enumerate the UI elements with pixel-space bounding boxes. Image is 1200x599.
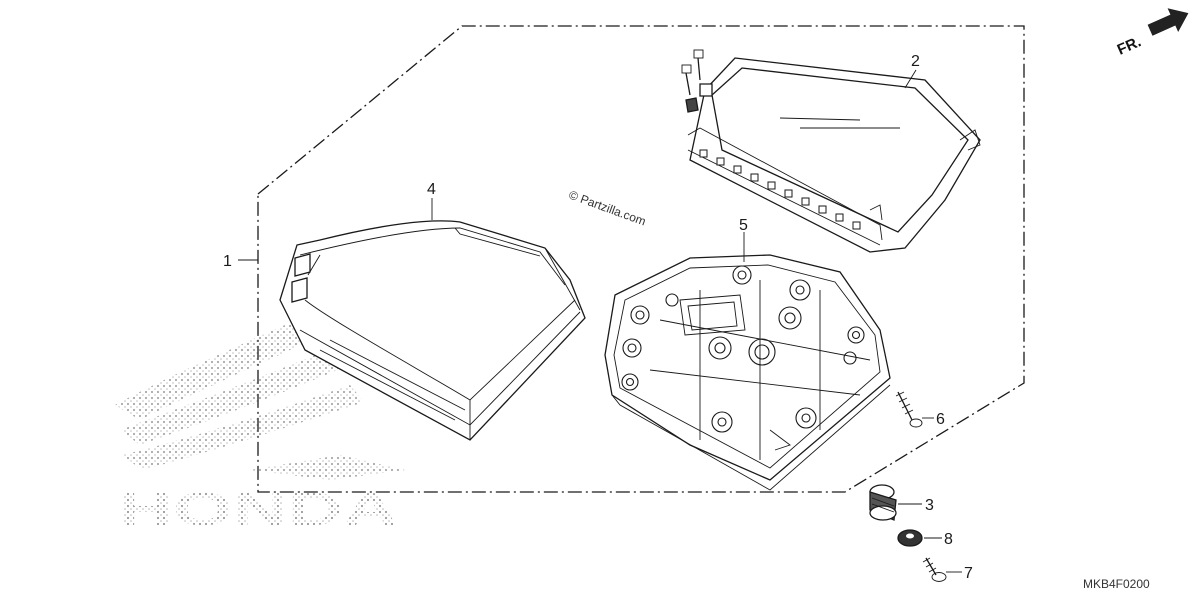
part-5-rear-housing: [604, 254, 891, 491]
part-2-display-unit: [681, 49, 981, 253]
assembly-boundary: [257, 25, 1025, 493]
credit-watermark: © Partzilla.com: [567, 188, 648, 229]
mounting-screw: [693, 49, 704, 81]
callout-2: 2: [911, 53, 920, 70]
callout-5: 5: [739, 217, 748, 234]
part-7-screw: [922, 557, 947, 582]
part-8-collar: [897, 529, 923, 547]
part-4-meter-cover: [279, 220, 586, 441]
mounting-screw: [681, 64, 692, 96]
arrow-icon: [1147, 8, 1189, 36]
connector-pins: [699, 149, 861, 230]
front-direction-indicator: FR.: [1115, 8, 1189, 59]
leader-lines: [238, 69, 962, 573]
callout-6: 6: [936, 411, 945, 428]
callout-1: 1: [223, 253, 232, 270]
part-6-screw: [895, 391, 923, 428]
callout-4: 4: [427, 181, 436, 198]
callout-3: 3: [925, 497, 934, 514]
callout-8: 8: [944, 531, 953, 548]
part-3-grommet: [869, 484, 897, 521]
boss-holes: [621, 265, 865, 433]
callout-7: 7: [964, 565, 973, 582]
direction-label: FR.: [1115, 33, 1144, 58]
diagram-code: MKB4F0200: [1083, 577, 1150, 591]
